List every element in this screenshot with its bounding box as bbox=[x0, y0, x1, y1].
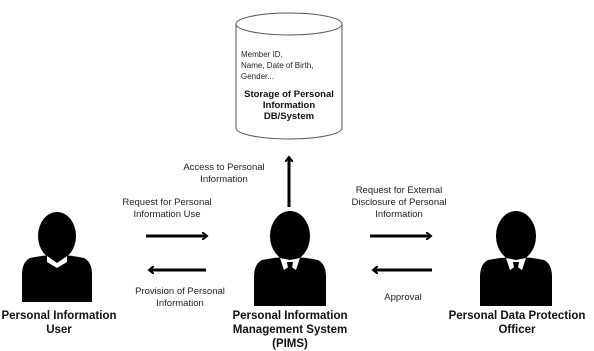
label-provision-line-2: Information bbox=[156, 298, 204, 309]
person-officer-icon bbox=[480, 211, 552, 306]
storage-field-line-1: Member ID, bbox=[241, 50, 283, 59]
actor-pims-line-1: Personal Information bbox=[232, 310, 348, 322]
storage-field-line-3: Gender... bbox=[241, 72, 274, 81]
label-external-line-1: Request for External bbox=[355, 185, 443, 196]
actor-officer-name: Personal Data Protection Officer bbox=[440, 309, 594, 337]
actor-user-line-1: Personal Information bbox=[1, 310, 117, 322]
label-access-line-1: Access to Personal bbox=[183, 162, 265, 173]
person-pims-icon bbox=[254, 211, 326, 306]
storage-field-line-2: Name, Date of Birth, bbox=[241, 61, 314, 70]
actor-user-line-2: User bbox=[46, 324, 72, 336]
label-provision: Provision of Personal Information bbox=[118, 286, 242, 310]
actor-officer-line-2: Officer bbox=[498, 324, 536, 336]
label-external-line-2: Disclosure of Personal bbox=[351, 197, 447, 208]
database-cylinder bbox=[235, 12, 343, 140]
label-access-line-2: Information bbox=[200, 174, 248, 185]
storage-fields: Member ID, Name, Date of Birth, Gender..… bbox=[241, 49, 341, 82]
label-request-use-line-1: Request for Personal bbox=[122, 197, 212, 208]
label-approval-text: Approval bbox=[384, 292, 422, 303]
person-user-icon bbox=[22, 212, 92, 302]
label-external-line-3: Information bbox=[375, 209, 423, 220]
storage-title-line-3: DB/System bbox=[263, 111, 315, 122]
label-access: Access to Personal Information bbox=[168, 162, 280, 186]
label-approval: Approval bbox=[368, 292, 438, 304]
actor-pims-line-2: Management System bbox=[232, 324, 348, 336]
actor-user-name: Personal Information User bbox=[0, 309, 118, 337]
actor-pims-name: Personal Information Management System (… bbox=[220, 309, 360, 351]
label-provision-line-1: Provision of Personal bbox=[135, 286, 225, 297]
actor-pims-line-3: (PIMS) bbox=[272, 338, 308, 350]
label-request-use: Request for Personal Information Use bbox=[108, 197, 226, 221]
storage-title: Storage of Personal Information DB/Syste… bbox=[236, 89, 342, 122]
storage-title-line-1: Storage of Personal bbox=[244, 89, 334, 100]
storage-title-line-2: Information bbox=[262, 100, 316, 111]
label-request-use-line-2: Information Use bbox=[133, 209, 201, 220]
actor-officer-line-1: Personal Data Protection bbox=[448, 310, 586, 322]
label-external-request: Request for External Disclosure of Perso… bbox=[336, 185, 462, 221]
